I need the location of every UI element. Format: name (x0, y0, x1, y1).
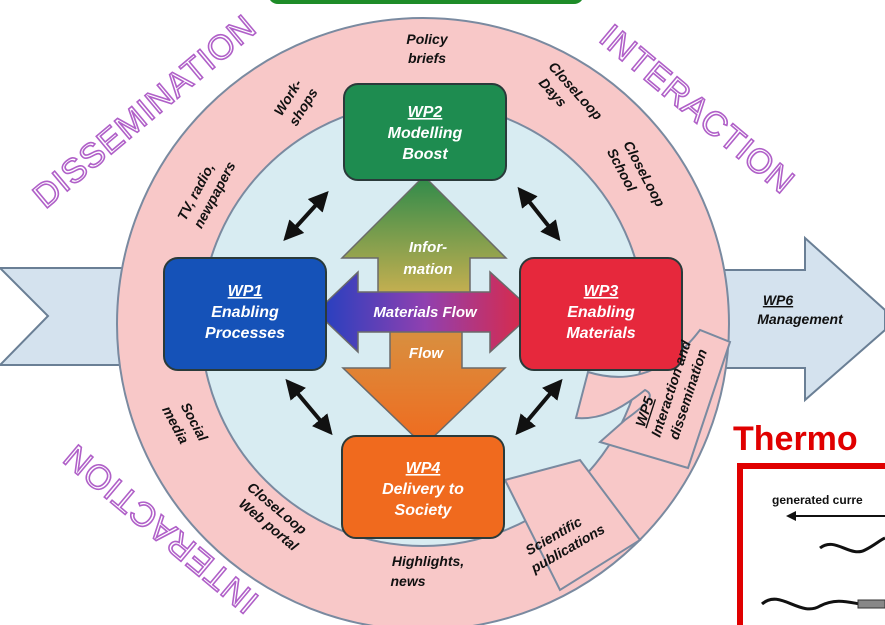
wp1-line2: Processes (205, 325, 285, 342)
top-banner (270, 0, 582, 4)
thermo-current-label: generated curre (772, 493, 863, 507)
wp1-box: WP1 Enabling Processes (163, 257, 327, 371)
wp1-line1: Enabling (211, 304, 279, 321)
materials-flow-label: Materials Flow (373, 304, 478, 321)
wp1-wp2-connector (283, 191, 329, 241)
thermo-wire-1 (819, 536, 885, 554)
wp4-box: WP4 Delivery to Society (341, 435, 505, 539)
wp2-box: WP2 Modelling Boost (343, 83, 507, 181)
flow-arrow (341, 329, 507, 448)
flow-label: Flow (409, 345, 444, 362)
wp6-label: Management (757, 311, 844, 327)
wp1-code: WP1 (228, 283, 263, 300)
highlights-2: news (390, 573, 425, 589)
wp6-code: WP6 (763, 292, 794, 308)
thermo-frame (737, 463, 885, 625)
publications-tab (503, 458, 642, 592)
wp3-code: WP3 (584, 283, 619, 300)
information-label-1: Infor- (409, 239, 447, 256)
wp5-arrow (574, 328, 732, 470)
wp6-arrow (711, 235, 885, 403)
policy-briefs-2: briefs (408, 50, 446, 66)
thermo-title: Thermo (733, 420, 858, 458)
highlights-1: Highlights, (392, 553, 464, 569)
thermo-wire-2 (761, 597, 861, 611)
wp3-wp4-connector (515, 378, 563, 436)
wp2-code: WP2 (408, 104, 443, 121)
wp2-wp3-connector (517, 186, 561, 242)
wp3-box: WP3 Enabling Materials (519, 257, 683, 371)
workshops-group: Work- shops (271, 76, 321, 128)
wp4-code: WP4 (406, 460, 441, 477)
wp4-line2: Society (395, 502, 453, 519)
wp4-line1: Delivery to (382, 481, 464, 498)
wp3-line1: Enabling (567, 304, 635, 321)
information-label-2: mation (403, 261, 452, 278)
wp2-line1: Modelling (388, 125, 463, 142)
wp2-line2: Boost (402, 146, 448, 163)
wp1-wp4-connector (285, 378, 333, 436)
input-arrow (0, 267, 131, 366)
thermo-element (857, 599, 885, 609)
wp3-line2: Materials (566, 325, 635, 342)
policy-briefs-1: Policy (406, 31, 448, 47)
